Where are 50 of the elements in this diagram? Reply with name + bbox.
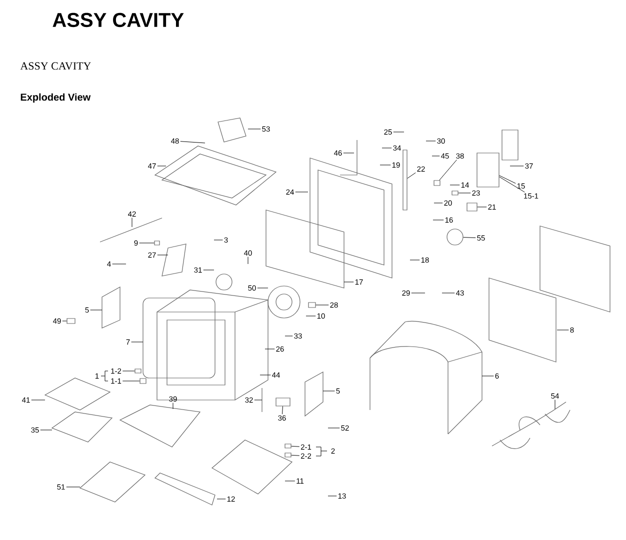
leader-line xyxy=(322,390,335,392)
leader-line xyxy=(458,192,471,194)
leader-line xyxy=(139,242,154,244)
part-drawing xyxy=(66,318,76,324)
part-drawing xyxy=(308,302,316,308)
leader-line xyxy=(264,348,275,350)
part-drawing xyxy=(466,202,478,212)
leader-line xyxy=(248,128,261,130)
leader-line xyxy=(216,498,226,500)
leader-line xyxy=(122,370,135,372)
diagram-title: ASSY CAVITY xyxy=(52,12,184,28)
leader-line xyxy=(450,184,460,186)
leader-line xyxy=(439,160,457,180)
label: ASSY CAVITY xyxy=(20,62,91,70)
part-drawing xyxy=(476,152,500,188)
part-drawing xyxy=(284,444,292,448)
leader-line xyxy=(284,480,296,482)
leader-line xyxy=(282,406,283,414)
leader-line xyxy=(442,292,455,294)
leader-line xyxy=(172,402,174,410)
leader-line xyxy=(260,374,271,376)
leader-line xyxy=(122,380,140,382)
part-drawing xyxy=(134,368,142,374)
leader-line xyxy=(411,292,426,294)
leader-line xyxy=(463,237,476,238)
leader-line xyxy=(291,446,300,447)
leader-line xyxy=(477,206,487,208)
part-drawing xyxy=(434,180,440,186)
part-drawing xyxy=(452,190,458,196)
leader-line xyxy=(66,486,80,488)
leader-line xyxy=(157,254,168,256)
part-drawing xyxy=(276,398,290,406)
leader-line xyxy=(499,176,525,192)
leader-line xyxy=(291,454,300,456)
part-drawing xyxy=(284,452,292,458)
part-drawing xyxy=(446,228,464,246)
leader-line xyxy=(434,202,443,204)
leader-line xyxy=(343,152,354,154)
part-drawing xyxy=(402,150,408,210)
leader-line xyxy=(499,175,516,184)
leader-line xyxy=(380,164,391,166)
leader-line xyxy=(180,141,206,144)
leader-line xyxy=(407,172,416,179)
label: Exploded View xyxy=(20,93,91,103)
leader-line xyxy=(316,304,329,306)
part-drawing xyxy=(140,378,146,384)
leader-line xyxy=(62,320,67,322)
leader-line xyxy=(554,400,556,410)
leader-line xyxy=(426,140,436,142)
part-drawing xyxy=(154,240,160,246)
